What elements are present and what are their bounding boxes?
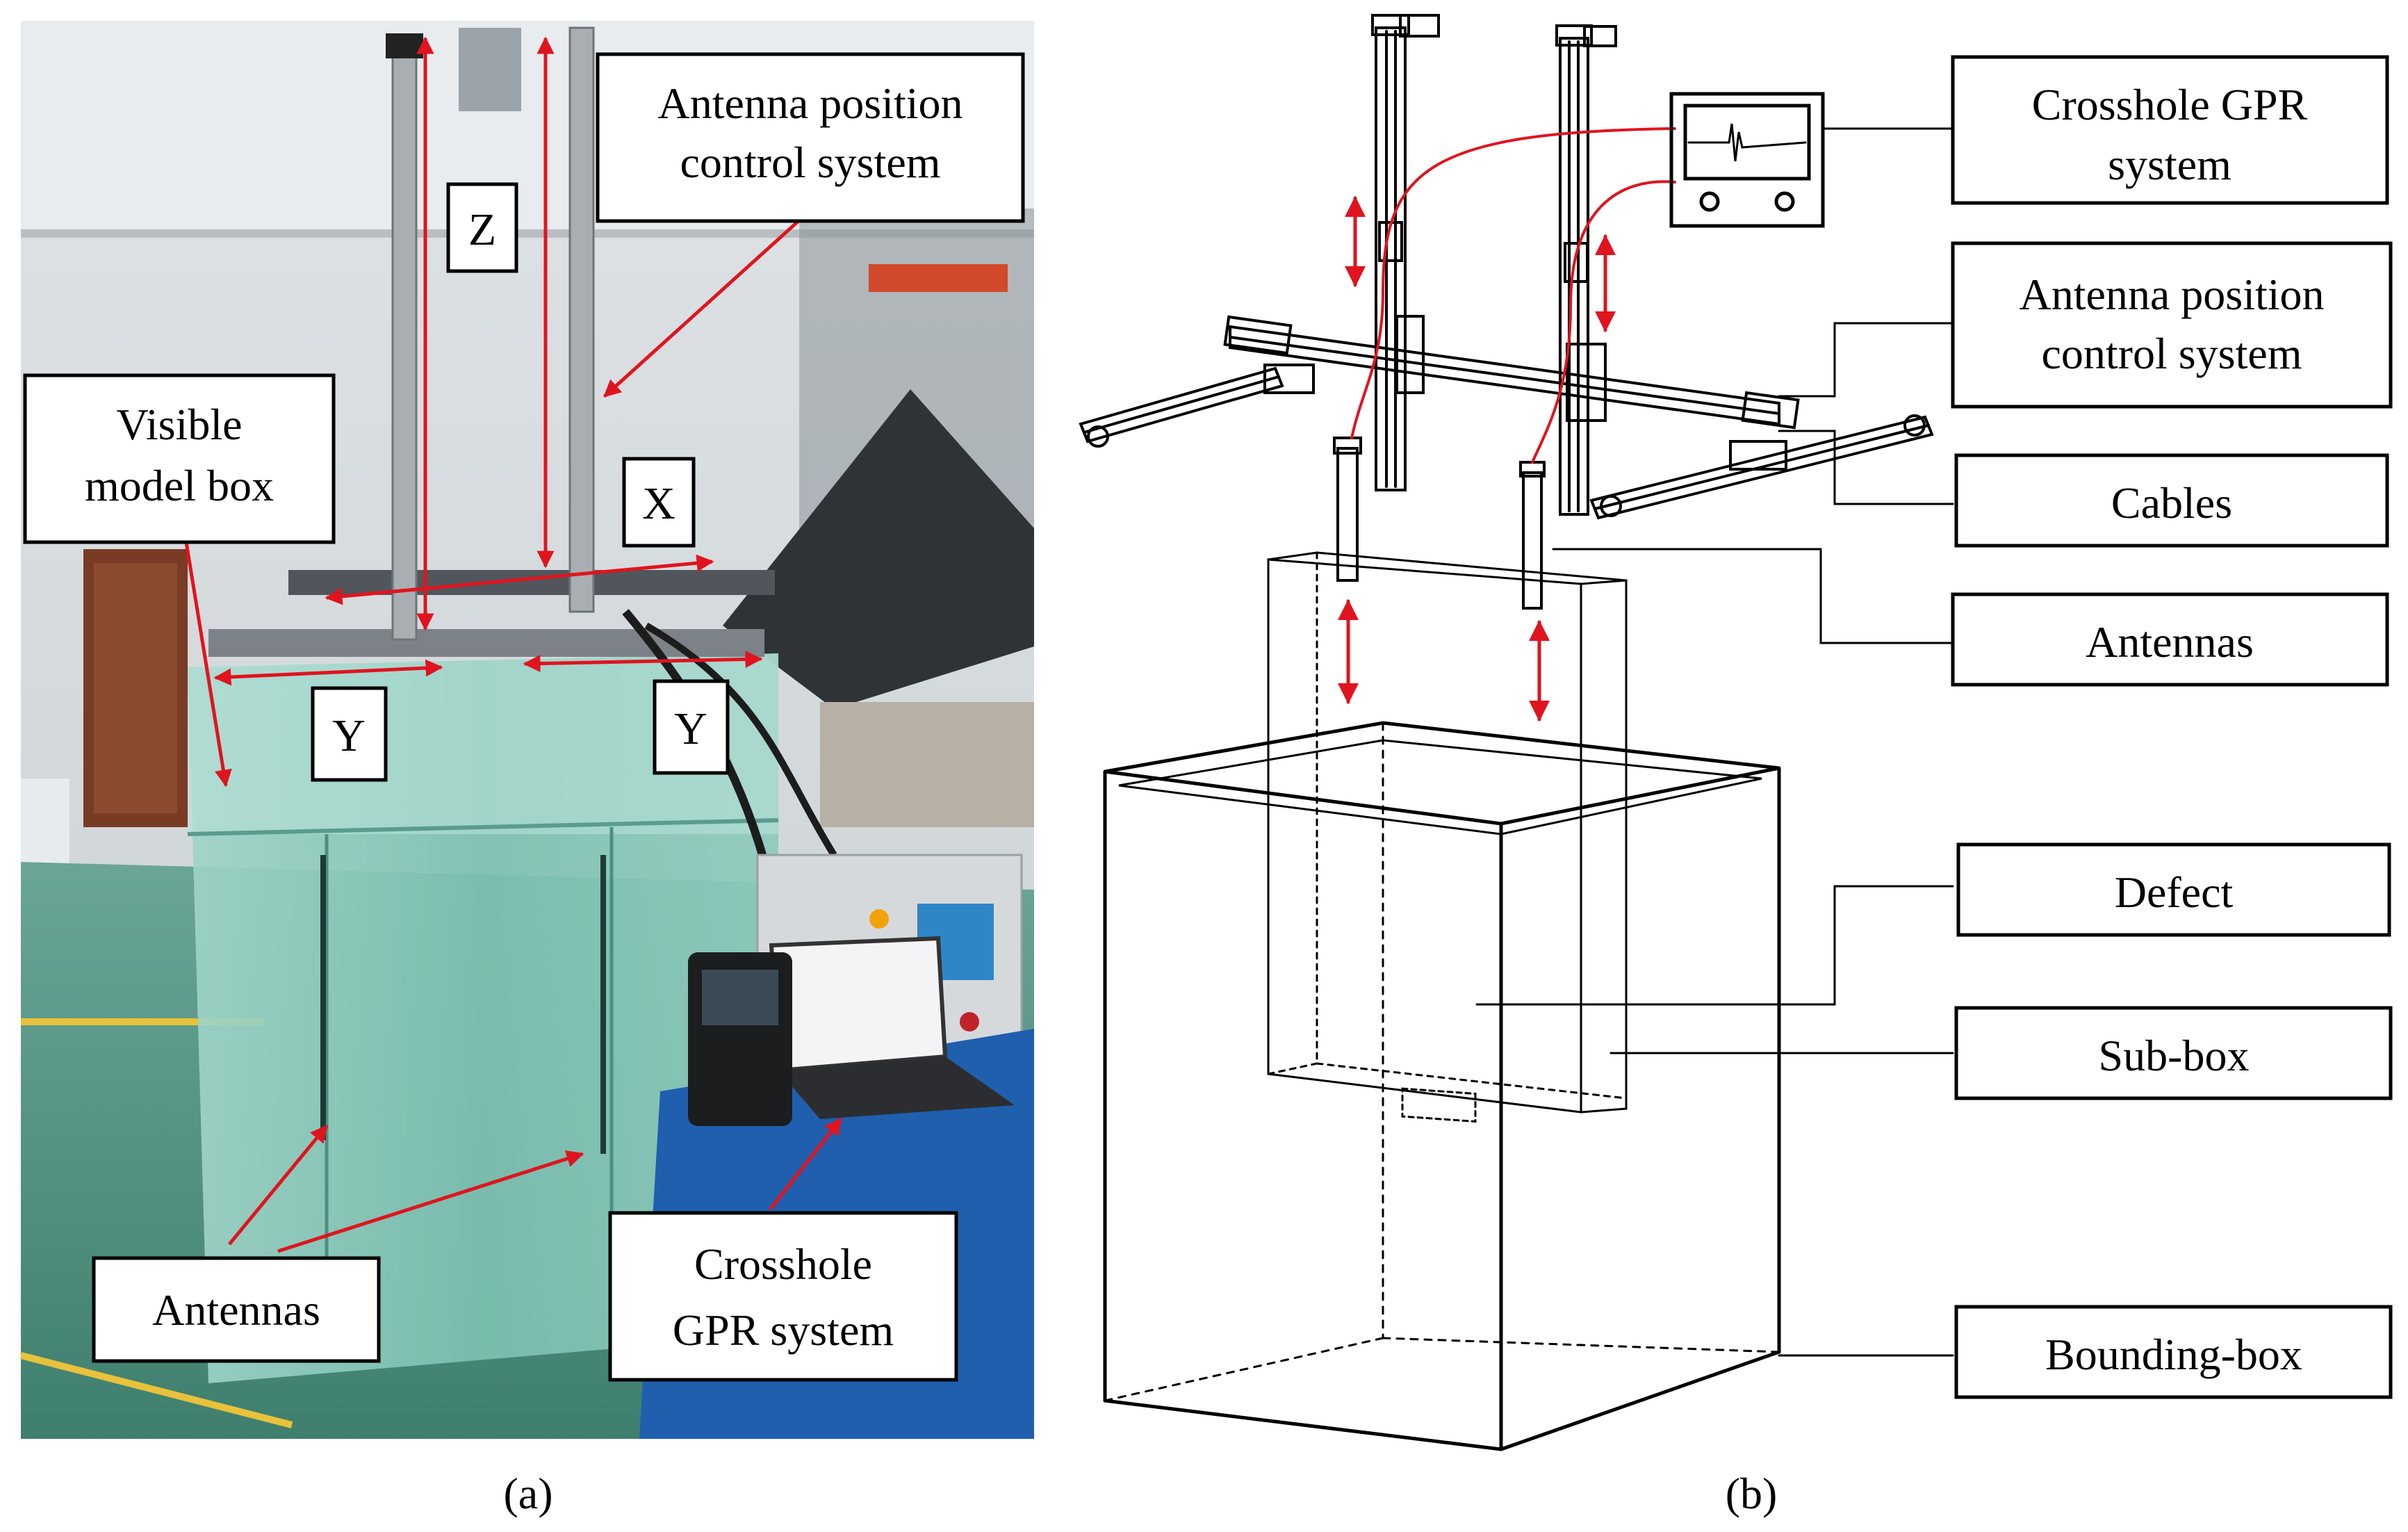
horizontal-gantry-beams — [1079, 315, 1934, 520]
label-antennas-b-text: Antennas — [2086, 617, 2254, 667]
antennas-pointer-left — [228, 1125, 328, 1246]
callout-antennas-a: Antennas — [92, 1256, 381, 1363]
callout-antennas-a-label: Antennas — [152, 1285, 320, 1335]
label-sub-box-text: Sub-box — [2099, 1031, 2250, 1080]
label-bounding-box-text: Bounding-box — [2045, 1330, 2302, 1379]
callout-antenna-position-a: Antenna position control system — [596, 52, 1025, 223]
panel-b-leader-lines — [1475, 127, 1954, 1357]
callout-visible-model-box-line2: model box — [85, 461, 274, 510]
label-antennas-b: Antennas — [1951, 592, 2389, 687]
panel-b-red-arrows — [1338, 196, 1616, 722]
antenna-probes — [1333, 437, 1546, 610]
antennas-pointer-right — [277, 1150, 584, 1253]
visible-box-pointer — [184, 541, 232, 788]
callout-antenna-position-a-line2: control system — [680, 138, 940, 187]
callout-crosshole-a: Crosshole GPR system — [608, 1211, 958, 1382]
y-axis-label-right: Y — [674, 703, 707, 754]
y-axis-arrow-right — [523, 650, 763, 673]
right-vertical-column — [1555, 24, 1617, 516]
label-antenna-position-b-line1: Antenna position — [2019, 270, 2324, 319]
callout-y-axis-right: Y — [653, 679, 730, 775]
label-cables-text: Cables — [2111, 478, 2232, 528]
crosshole-pointer — [769, 1118, 842, 1211]
callout-z-axis: Z — [446, 182, 518, 273]
label-crosshole-b-line1: Crosshole GPR — [2032, 80, 2308, 129]
panel-b-labels: Crosshole GPR system Antenna position co… — [1951, 55, 2393, 1399]
y-axis-label-left: Y — [332, 710, 366, 761]
callout-crosshole-a-line1: Crosshole — [694, 1239, 872, 1289]
defect-drawing — [1401, 1087, 1477, 1123]
label-cables: Cables — [1954, 453, 2389, 548]
callout-visible-model-box-line1: Visible — [116, 400, 242, 449]
label-antenna-position-b: Antenna position control system — [1951, 241, 2393, 409]
callout-antenna-position-a-line1: Antenna position — [657, 79, 963, 128]
y-axis-arrow-left — [213, 659, 443, 686]
callout-x-axis: X — [622, 457, 696, 548]
bounding-box-drawing — [1103, 721, 1781, 1451]
sub-box-drawing — [1267, 551, 1628, 1114]
label-defect-text: Defect — [2115, 867, 2234, 917]
z-axis-label: Z — [468, 204, 496, 255]
x-axis-arrow — [325, 554, 714, 605]
left-vertical-column — [1371, 14, 1440, 491]
panel-b-caption: (b) — [1726, 1469, 1778, 1518]
callout-crosshole-a-line2: GPR system — [673, 1305, 894, 1355]
label-crosshole-b-line2: system — [2108, 140, 2231, 189]
label-antenna-position-b-line2: control system — [2041, 329, 2302, 378]
panel-a-caption: (a) — [503, 1469, 552, 1518]
callout-visible-model-box: Visible model box — [23, 373, 336, 544]
label-defect: Defect — [1956, 842, 2391, 937]
red-cables — [1350, 127, 1676, 464]
x-axis-label: X — [642, 478, 675, 529]
label-crosshole-b: Crosshole GPR system — [1951, 55, 2389, 205]
panel-b-schematic — [1079, 14, 1954, 1451]
antenna-position-pointer — [603, 213, 808, 398]
panel-a-arrows — [184, 36, 842, 1253]
gpr-unit-drawing — [1669, 92, 1825, 228]
panel-a-callouts: Antenna position control system Z Visibl… — [23, 52, 1025, 1382]
callout-y-axis-left: Y — [311, 686, 388, 782]
label-sub-box: Sub-box — [1954, 1006, 2393, 1100]
label-bounding-box: Bounding-box — [1954, 1305, 2393, 1399]
